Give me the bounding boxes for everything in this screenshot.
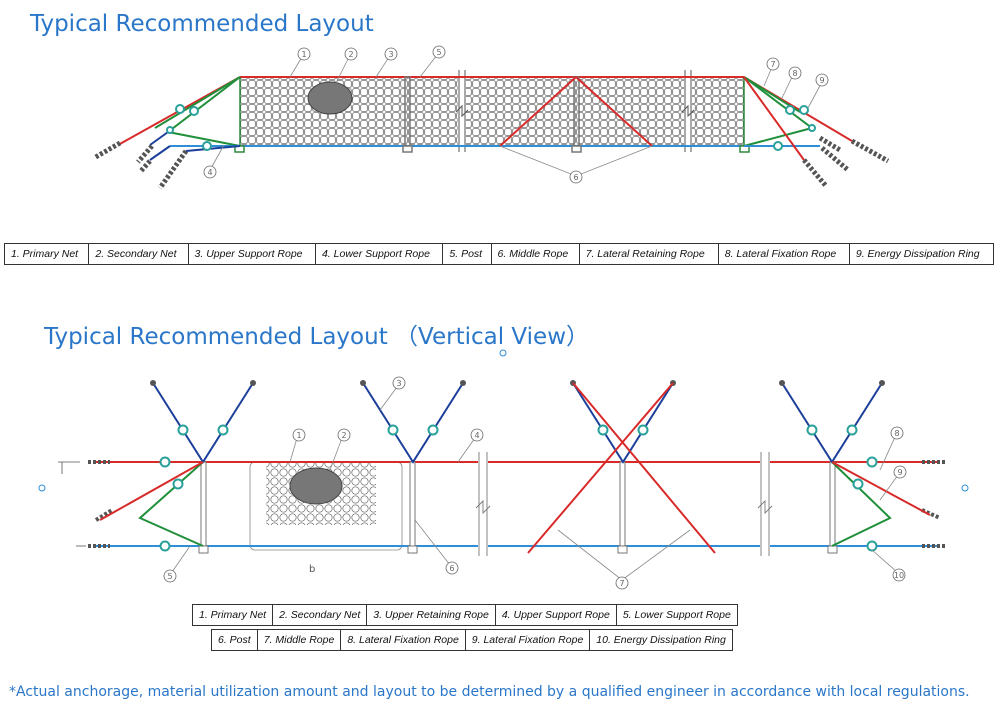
callout-b9: 9 <box>897 468 902 477</box>
legend-top-item: 7. Lateral Retaining Rope <box>578 243 719 265</box>
callout-4: 4 <box>207 168 212 177</box>
right-anchorage <box>743 76 853 161</box>
dimension-ticks <box>58 461 86 547</box>
legend-bottom-row1: 1. Primary Net 2. Secondary Net 3. Upper… <box>191 604 738 626</box>
primary-net-left <box>240 77 458 145</box>
callout-b3: 3 <box>396 379 401 388</box>
lateral-fixation-ropes <box>99 461 931 547</box>
legend-top-item: 3. Upper Support Rope <box>187 243 316 265</box>
legend-top-item: 8. Lateral Fixation Rope <box>717 243 850 265</box>
left-lower-retaining <box>185 145 241 152</box>
callout-circles-top <box>203 45 829 184</box>
secondary-net <box>307 81 353 115</box>
legend-bottom-item: 3. Upper Retaining Rope <box>366 604 496 626</box>
callout-1: 1 <box>301 50 306 59</box>
front-view-diagram: 1 2 3 5 4 6 7 8 9 <box>92 45 890 190</box>
callout-b6: 6 <box>449 564 454 573</box>
legend-top-item: 5. Post <box>442 243 492 265</box>
end-anchor-bars <box>88 460 946 548</box>
upper-retaining-ropes <box>152 382 883 464</box>
break-marks <box>455 70 695 152</box>
callout-8: 8 <box>792 69 797 78</box>
callout-b2: 2 <box>341 431 346 440</box>
dimension-label-b: b <box>309 564 315 575</box>
legend-bottom-item: 5. Lower Support Rope <box>615 604 738 626</box>
left-anchor-bars <box>92 140 189 190</box>
diagram-title-top: Typical Recommended Layout <box>30 11 374 37</box>
legend-bottom-item: 10. Energy Dissipation Ring <box>589 629 733 651</box>
right-anchor-bars <box>802 135 890 188</box>
legend-top-item: 2. Secondary Net <box>88 243 189 265</box>
legend-bottom-row2: 6. Post 7. Middle Rope 8. Lateral Fixati… <box>211 629 733 651</box>
legend-bottom-item: 2. Secondary Net <box>272 604 368 626</box>
callout-leaders-bottom <box>171 386 899 581</box>
legend-bottom-item: 6. Post <box>211 629 258 651</box>
callout-b1: 1 <box>296 431 301 440</box>
primary-net-mid <box>466 77 684 145</box>
legend-bottom-item: 8. Lateral Fixation Rope <box>340 629 466 651</box>
side-markers <box>38 349 969 492</box>
legend-bottom-item: 1. Primary Net <box>191 604 274 626</box>
legend-top-item: 6. Middle Rope <box>490 243 580 265</box>
diagram-title-bottom: Typical Recommended Layout （Vertical Vie… <box>44 324 590 350</box>
middle-ropes <box>527 382 716 554</box>
callout-circles-bottom <box>163 376 907 590</box>
callout-9: 9 <box>819 76 824 85</box>
middle-ropes <box>499 76 653 147</box>
callout-7: 7 <box>770 60 775 69</box>
callout-b5: 5 <box>167 572 172 581</box>
callout-5: 5 <box>436 48 441 57</box>
energy-dissipation-rings <box>159 424 878 552</box>
vertical-view-diagram: b <box>38 349 969 590</box>
engineering-note: *Actual anchorage, material utilization … <box>9 684 970 700</box>
legend-top: 1. Primary Net 2. Secondary Net 3. Upper… <box>3 243 995 265</box>
legend-top-item: 1. Primary Net <box>3 243 90 265</box>
callout-6: 6 <box>573 173 578 182</box>
callout-3: 3 <box>388 50 393 59</box>
break-marks-bottom <box>475 452 773 556</box>
legend-bottom-item: 7. Middle Rope <box>256 629 342 651</box>
callout-b10: 10 <box>894 571 904 580</box>
callout-2: 2 <box>348 50 353 59</box>
energy-dissipation-rings <box>166 104 816 151</box>
retaining-rope-anchors <box>150 380 885 386</box>
primary-net-right <box>692 77 744 145</box>
legend-bottom-item: 9. Lateral Fixation Rope <box>464 629 591 651</box>
callout-b7: 7 <box>619 579 624 588</box>
callout-b4: 4 <box>474 431 479 440</box>
secondary-net <box>289 467 343 505</box>
callout-b8: 8 <box>894 429 899 438</box>
legend-bottom-item: 4. Upper Support Rope <box>494 604 617 626</box>
legend-top-item: 4. Lower Support Rope <box>314 243 444 265</box>
legend-top-item: 9. Energy Dissipation Ring <box>848 243 995 265</box>
